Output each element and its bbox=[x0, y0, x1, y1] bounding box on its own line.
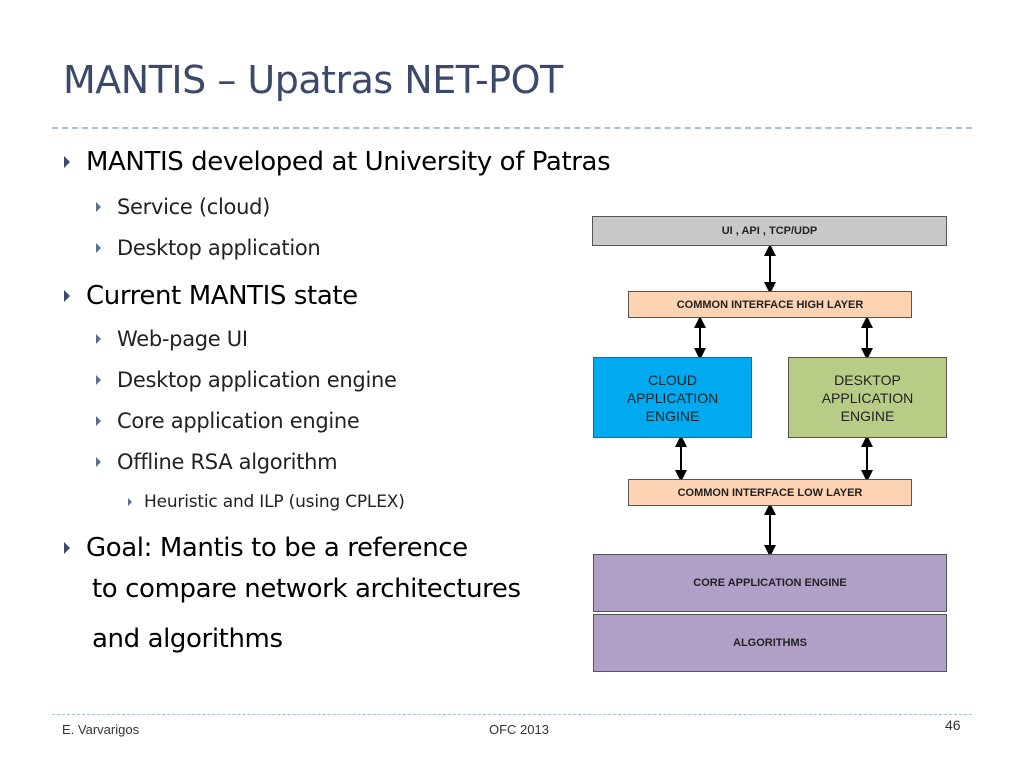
bullet-text: Offline RSA algorithm bbox=[117, 450, 338, 474]
bullet-arrow-icon bbox=[64, 156, 70, 168]
sub-bullet-item: Desktop application bbox=[96, 236, 321, 260]
footer-divider bbox=[52, 714, 972, 715]
desktop-engine-box: DESKTOP APPLICATION ENGINE bbox=[788, 357, 947, 438]
bullet-arrow-icon bbox=[96, 375, 101, 385]
bullet-arrow-icon bbox=[64, 290, 70, 302]
bullet-arrow-icon bbox=[128, 498, 132, 506]
common-interface-low-box: COMMON INTERFACE LOW LAYER bbox=[628, 479, 912, 506]
bullet-text: Desktop application bbox=[117, 236, 321, 260]
sub-sub-bullet-item: Heuristic and ILP (using CPLEX) bbox=[128, 492, 405, 512]
bullet-item: MANTIS developed at University of Patras bbox=[64, 147, 611, 177]
sub-bullet-item: Offline RSA algorithm bbox=[96, 450, 338, 474]
page-number: 46 bbox=[945, 717, 961, 733]
bullet-text: Current MANTIS state bbox=[86, 281, 358, 311]
bullet-text: Web-page UI bbox=[117, 327, 248, 351]
core-engine-box: CORE APPLICATION ENGINE bbox=[593, 554, 947, 612]
common-interface-high-box: COMMON INTERFACE HIGH LAYER bbox=[628, 291, 912, 318]
bullet-arrow-icon bbox=[96, 416, 101, 426]
bullet-arrow-icon bbox=[96, 334, 101, 344]
title-divider bbox=[52, 127, 972, 129]
cloud-engine-box: CLOUD APPLICATION ENGINE bbox=[593, 357, 752, 438]
bullet-text: Goal: Mantis to be a reference bbox=[86, 533, 468, 563]
bullet-text: Desktop application engine bbox=[117, 368, 397, 392]
footer-author: E. Varvarigos bbox=[62, 722, 140, 737]
sub-bullet-item: Core application engine bbox=[96, 409, 360, 433]
bullet-continuation: to compare network architectures bbox=[92, 574, 521, 604]
bullet-text: Service (cloud) bbox=[117, 195, 271, 219]
bullet-arrow-icon bbox=[64, 542, 70, 554]
bullet-item: Current MANTIS state bbox=[64, 281, 358, 311]
bullet-text: Heuristic and ILP (using CPLEX) bbox=[144, 492, 405, 512]
bullet-arrow-icon bbox=[96, 457, 101, 467]
bullet-arrow-icon bbox=[96, 243, 101, 253]
slide-title: MANTIS – Upatras NET-POT bbox=[63, 58, 563, 102]
sub-bullet-item: Web-page UI bbox=[96, 327, 248, 351]
bullet-list: MANTIS developed at University of Patras… bbox=[64, 147, 611, 654]
sub-bullet-item: Desktop application engine bbox=[96, 368, 397, 392]
bullet-item: Goal: Mantis to be a reference bbox=[64, 533, 468, 563]
bullet-text: Core application engine bbox=[117, 409, 360, 433]
algorithms-box: ALGORITHMS bbox=[593, 614, 947, 672]
sub-bullet-item: Service (cloud) bbox=[96, 195, 270, 219]
footer-event: OFC 2013 bbox=[489, 722, 549, 737]
ui-api-box: UI , API , TCP/UDP bbox=[592, 216, 947, 246]
bullet-continuation: and algorithms bbox=[92, 624, 283, 654]
bullet-arrow-icon bbox=[96, 202, 101, 212]
bullet-text: MANTIS developed at University of Patras bbox=[86, 147, 611, 177]
